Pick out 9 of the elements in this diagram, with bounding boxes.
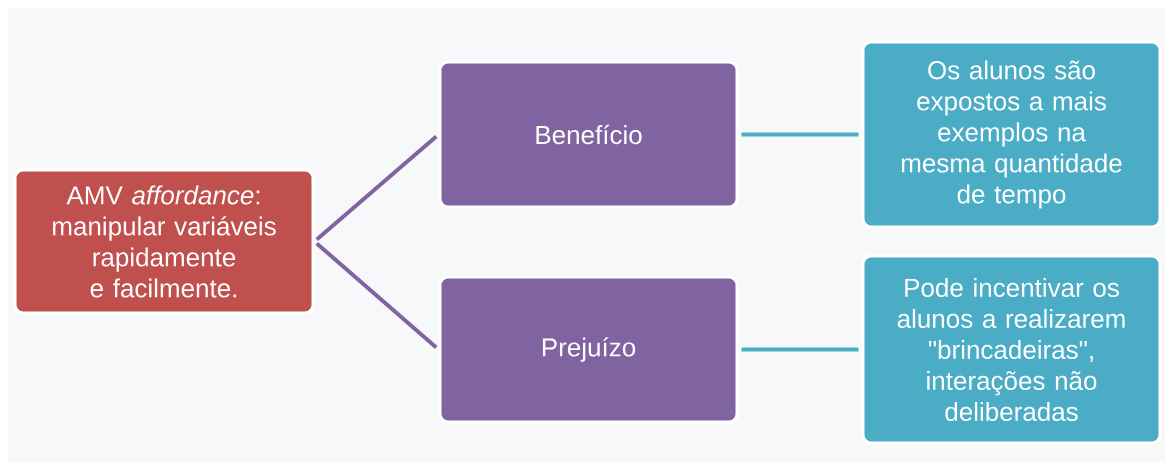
connector-line (315, 134, 438, 242)
category-box: Benefício (438, 60, 739, 209)
detail-box: Pode incentivar os alunos a realizarem "brincadeiras", interações não deliberadas (861, 254, 1162, 445)
detail-box: Os alunos são expostos a mais exemplos na mesma quantidade de tempo (861, 40, 1162, 229)
topic-box: AMV affordance: manipular variáveis rapidamente e facilmente. (13, 168, 315, 315)
connector-line (741, 347, 859, 352)
connector-line (741, 132, 859, 137)
connector-line (315, 241, 438, 350)
category-box: Prejuízo (438, 275, 739, 424)
